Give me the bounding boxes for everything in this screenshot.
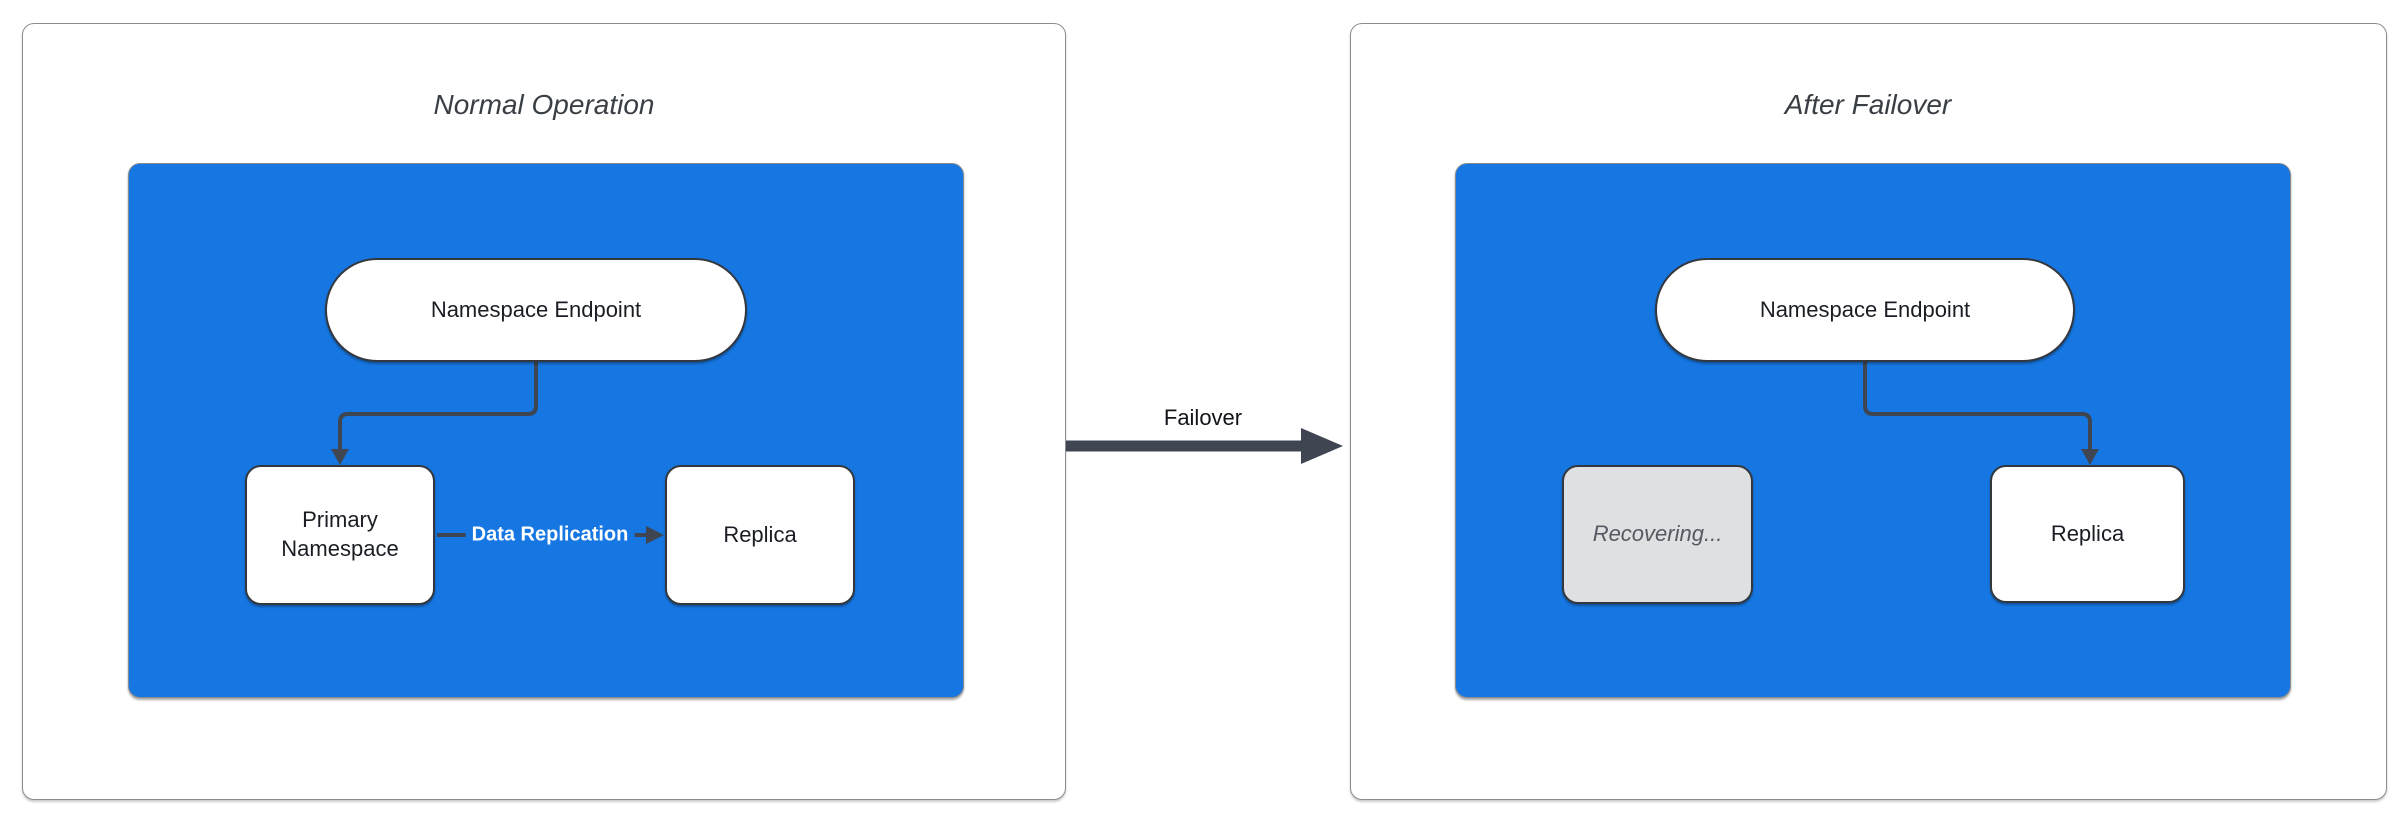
- panel-title-normal-operation: Normal Operation: [433, 89, 655, 120]
- node-replica-normal: Replica: [665, 465, 855, 605]
- node-label: Namespace Endpoint: [430, 296, 642, 322]
- node-primary-namespace: Primary Namespace: [245, 465, 435, 605]
- namespace-container-normal: [128, 163, 964, 698]
- node-namespace-endpoint-normal: Namespace Endpoint: [325, 258, 747, 362]
- node-label: Replica: [723, 521, 797, 547]
- node-label: Replica: [2050, 520, 2125, 546]
- node-label: Primary Namespace: [281, 507, 399, 561]
- node-replica-failover: Replica: [1990, 465, 2185, 603]
- namespace-container-failover: [1455, 163, 2291, 698]
- node-namespace-endpoint-failover: Namespace Endpoint: [1655, 258, 2075, 362]
- edge-label-data-replication: Data Replication: [465, 520, 635, 550]
- edge-label-failover: Failover: [1159, 403, 1247, 433]
- edge-failover-transition: [1066, 428, 1343, 464]
- panel-title-after-failover: After Failover: [1784, 89, 1952, 120]
- node-label: Recovering...: [1592, 521, 1723, 547]
- node-label: Namespace Endpoint: [1759, 296, 1971, 322]
- node-recovering: Recovering...: [1562, 465, 1753, 604]
